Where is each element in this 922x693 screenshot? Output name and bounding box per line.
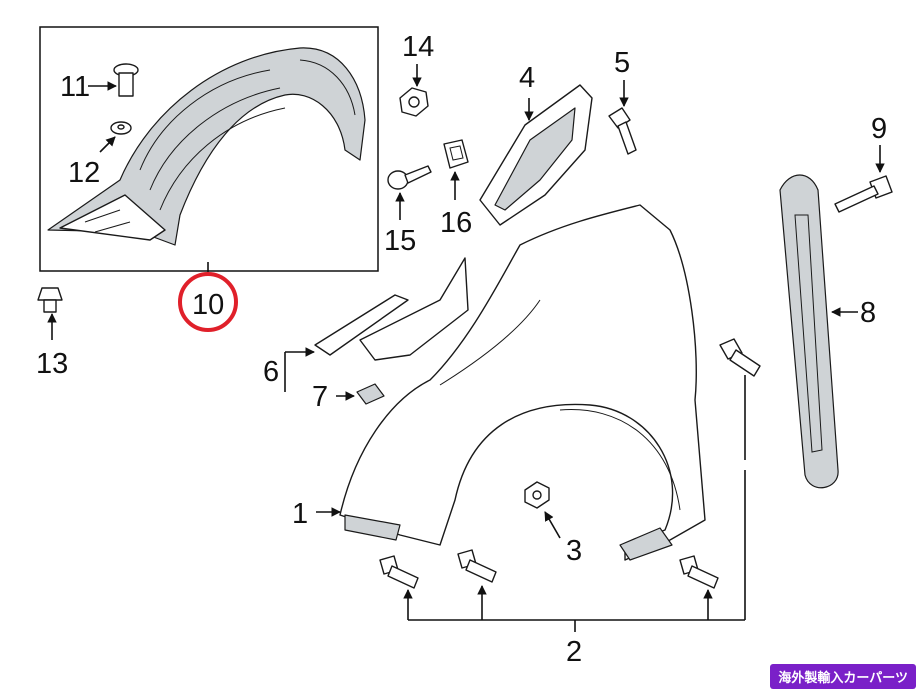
nut-3-part[interactable]	[524, 481, 550, 509]
washer-12-part[interactable]	[110, 121, 132, 135]
callout-5: 5	[614, 47, 630, 79]
bracket-4-part[interactable]	[479, 84, 593, 226]
bracket-6-part[interactable]	[314, 257, 469, 361]
callout-13: 13	[36, 348, 68, 380]
callout-4: 4	[519, 62, 535, 94]
clip-16-part[interactable]	[443, 139, 469, 169]
bolt-2c-part[interactable]	[679, 555, 719, 589]
callout-12: 12	[68, 157, 100, 189]
highlight-ring	[178, 272, 238, 332]
nut-14-part[interactable]	[399, 87, 429, 117]
bolt-5-part[interactable]	[608, 107, 637, 155]
bolt-9-part[interactable]	[834, 175, 893, 213]
callout-2: 2	[566, 636, 582, 668]
bolt-2b-part[interactable]	[457, 549, 497, 583]
leader-lines	[47, 64, 885, 632]
callout-15: 15	[384, 225, 416, 257]
seal-8-part[interactable]	[779, 174, 839, 489]
bolt-upper-part[interactable]	[719, 338, 761, 377]
screw-15-part[interactable]	[387, 165, 432, 190]
callout-6: 6	[263, 356, 279, 388]
callout-8: 8	[860, 297, 876, 329]
front-fender-part[interactable]	[339, 204, 706, 561]
callout-14: 14	[402, 31, 434, 63]
callout-1: 1	[292, 498, 308, 530]
clip-13-part[interactable]	[37, 287, 63, 313]
pad-7-part[interactable]	[356, 383, 385, 405]
callout-16: 16	[440, 207, 472, 239]
callout-10: 10	[192, 289, 224, 321]
shop-watermark: 海外製輸入カーパーツ	[770, 664, 916, 689]
callout-11: 11	[60, 71, 90, 103]
clip-11-part[interactable]	[113, 63, 139, 97]
fender-liner-part[interactable]	[47, 47, 366, 246]
bolt-2a-part[interactable]	[379, 555, 419, 589]
callout-9: 9	[871, 113, 887, 145]
callout-7: 7	[312, 381, 328, 413]
callout-3: 3	[566, 535, 582, 567]
